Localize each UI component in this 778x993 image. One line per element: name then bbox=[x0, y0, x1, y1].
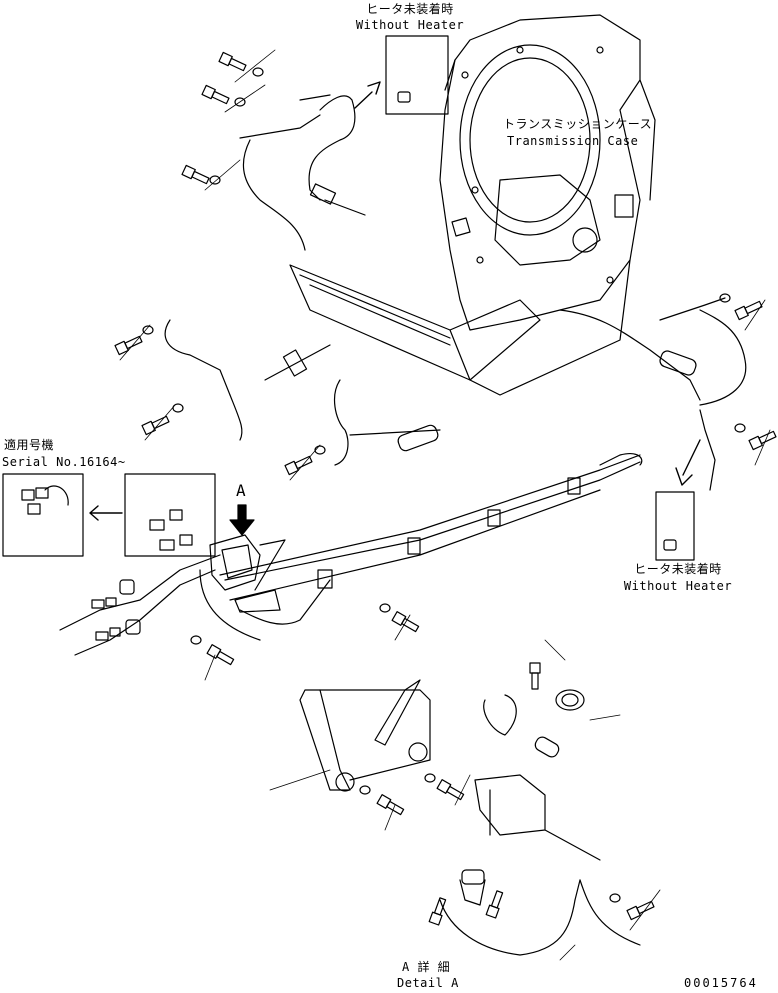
serial-box bbox=[2, 473, 216, 557]
upper-harness bbox=[239, 94, 366, 251]
leader-lines bbox=[119, 49, 771, 961]
serial-label-jp: 適用号機 bbox=[4, 438, 55, 452]
lower-left-harness bbox=[59, 554, 261, 656]
detail-a-label-en: Detail A bbox=[397, 976, 459, 990]
heater-top-jp: ヒータ未装着時 bbox=[366, 2, 454, 16]
drawing-number: 00015764 bbox=[684, 976, 758, 990]
detail-a-arrow bbox=[229, 504, 255, 536]
detail-a-parts bbox=[299, 679, 641, 956]
detail-a-label-jp: A 詳 細 bbox=[402, 960, 451, 974]
right-harness bbox=[559, 297, 747, 491]
serial-label-en: Serial No.16164~ bbox=[2, 455, 126, 469]
long-tubes bbox=[219, 453, 643, 625]
heater-box-top bbox=[354, 35, 449, 115]
heater-box-right bbox=[655, 439, 701, 561]
heater-right-jp: ヒータ未装着時 bbox=[634, 562, 722, 576]
detail-a-marker: A bbox=[236, 481, 247, 500]
heater-top-en: Without Heater bbox=[355, 18, 465, 32]
main-rail bbox=[289, 259, 631, 396]
transmission-case bbox=[439, 14, 656, 331]
bolts bbox=[114, 51, 777, 926]
left-harness bbox=[164, 319, 441, 466]
bracket-a bbox=[209, 534, 286, 613]
transmission-label-en: Transmission Case bbox=[507, 134, 639, 148]
heater-right-en: Without Heater bbox=[623, 579, 733, 593]
transmission-label-jp: トランスミッションケース bbox=[503, 117, 653, 131]
